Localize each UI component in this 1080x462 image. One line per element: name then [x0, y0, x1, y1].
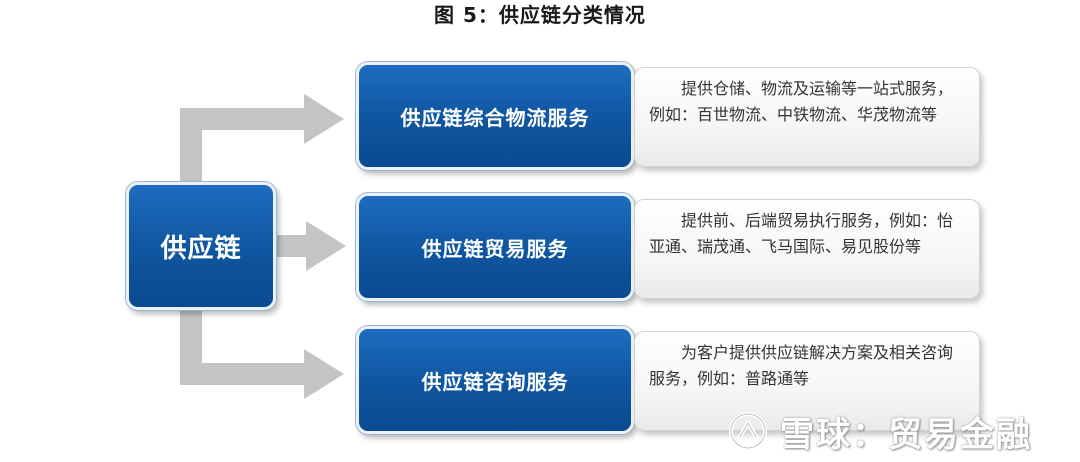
- service-description-consulting: 为客户提供供应链解决方案及相关咨询服务，例如：普路通等: [634, 331, 980, 431]
- middle-arrow-head: [306, 221, 346, 271]
- watermark-text: 雪球：贸易金融: [780, 414, 1032, 455]
- service-node-label: 供应链贸易服务: [421, 236, 569, 261]
- root-node-label: 供应链: [160, 233, 242, 264]
- lower-arrow-shaft: [180, 363, 306, 385]
- figure-title: 图 5：供应链分类情况: [434, 3, 646, 27]
- service-node-trade: 供应链贸易服务: [356, 193, 634, 301]
- root-node-supply-chain: 供应链: [126, 182, 276, 310]
- watermark: 雪球：贸易金融: [728, 406, 1073, 456]
- service-description-text: 提供仓储、物流及运输等一站式服务，例如：百世物流、中铁物流、华茂物流等: [649, 79, 954, 124]
- upper-arrow-corner: [180, 108, 202, 130]
- service-description-logistics: 提供仓储、物流及运输等一站式服务，例如：百世物流、中铁物流、华茂物流等: [634, 67, 980, 167]
- middle-arrow-shaft: [276, 235, 308, 257]
- service-node-consulting: 供应链咨询服务: [356, 326, 634, 434]
- upper-arrow-shaft: [180, 108, 306, 130]
- upper-arrow-stem: [180, 122, 202, 184]
- service-node-label: 供应链综合物流服务: [400, 105, 590, 130]
- snowball-logo-icon: [729, 412, 767, 450]
- service-node-logistics: 供应链综合物流服务: [356, 62, 634, 170]
- service-description-text: 为客户提供供应链解决方案及相关咨询服务，例如：普路通等: [649, 343, 954, 388]
- service-description-trade: 提供前、后端贸易执行服务，例如：怡亚通、瑞茂通、飞马国际、易见股份等: [634, 199, 980, 299]
- upper-arrow-head: [304, 94, 344, 144]
- lower-arrow-head: [304, 349, 344, 399]
- lower-arrow-stem: [180, 308, 202, 374]
- service-node-label: 供应链咨询服务: [421, 369, 569, 394]
- service-description-text: 提供前、后端贸易执行服务，例如：怡亚通、瑞茂通、飞马国际、易见股份等: [649, 211, 954, 256]
